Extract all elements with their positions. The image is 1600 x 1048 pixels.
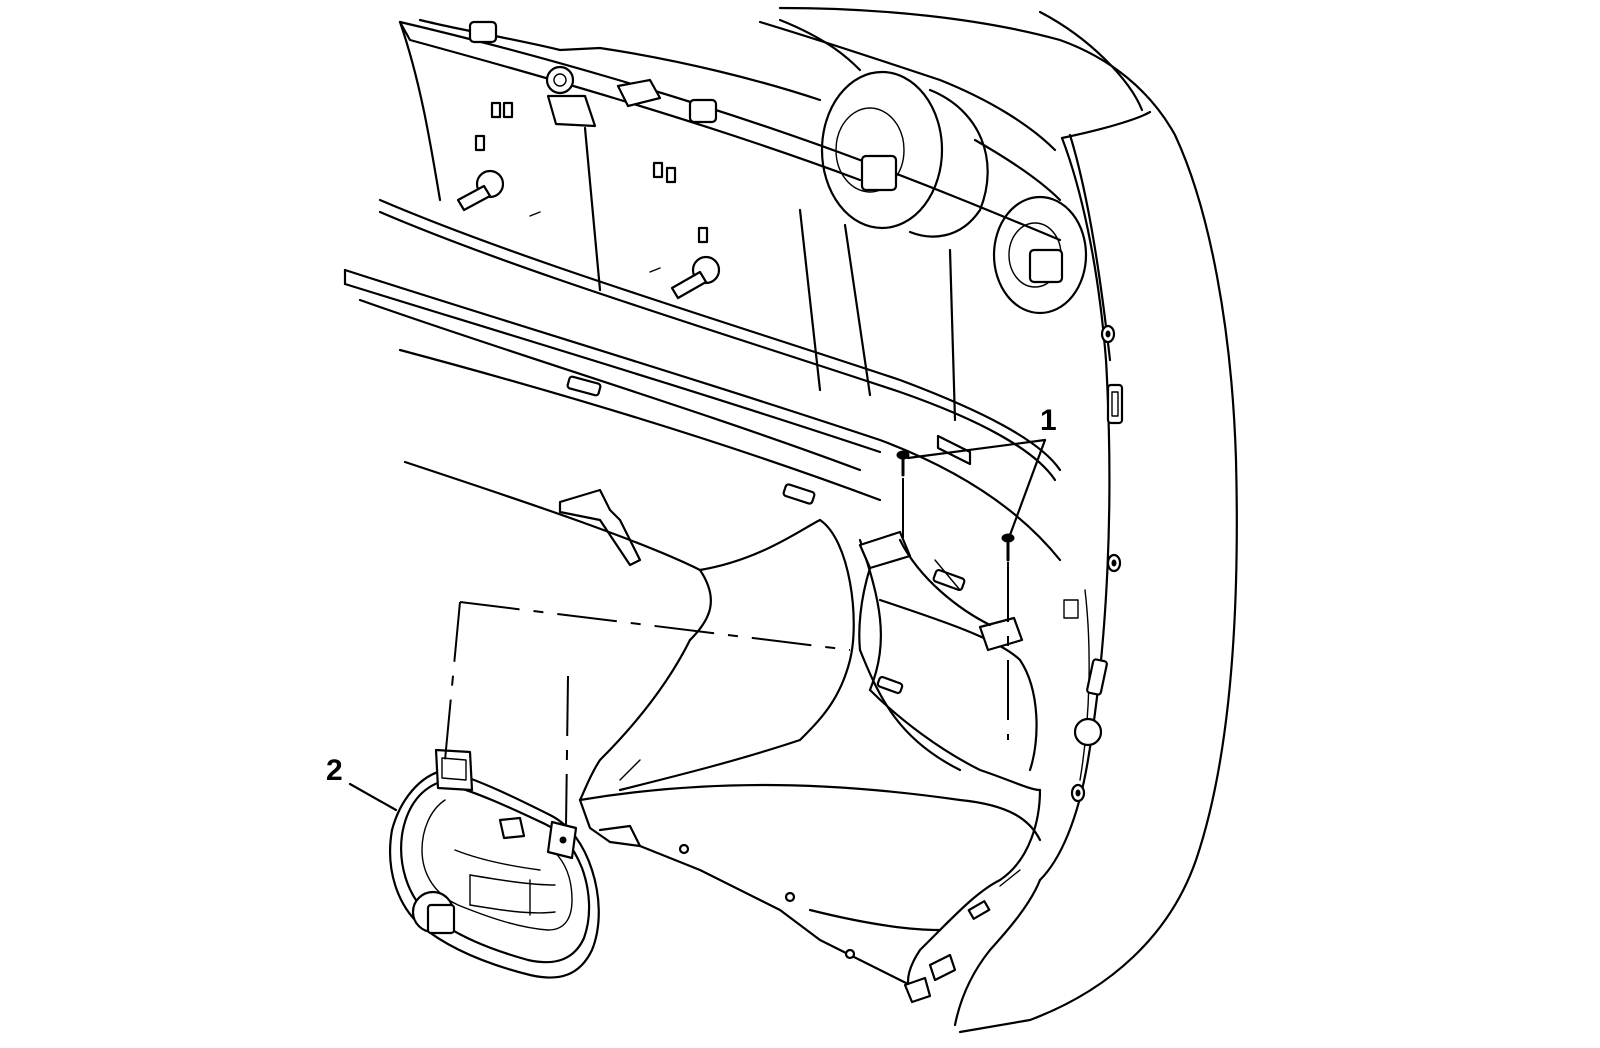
callout-1-leader-upper xyxy=(906,438,1047,460)
callout-1-label: 1 xyxy=(1040,404,1057,437)
headlamp-assembly xyxy=(820,70,1088,315)
callout-1-leader-lower xyxy=(1008,438,1047,537)
screw-lower xyxy=(1001,533,1015,562)
fog-lamp-bracket xyxy=(858,434,1024,652)
bumper-fascia xyxy=(778,6,1238,1034)
fog-lamp-assembly xyxy=(389,748,600,979)
lower-fascia-opening xyxy=(403,460,1042,1004)
screw-upper xyxy=(896,450,910,477)
callout-2-label: 2 xyxy=(326,754,343,787)
callout-1: 1 xyxy=(906,404,1057,537)
upper-support-beam xyxy=(398,18,1062,422)
callout-2-leader xyxy=(348,782,398,812)
installation-lines xyxy=(444,601,851,827)
callout-2: 2 xyxy=(326,754,398,812)
